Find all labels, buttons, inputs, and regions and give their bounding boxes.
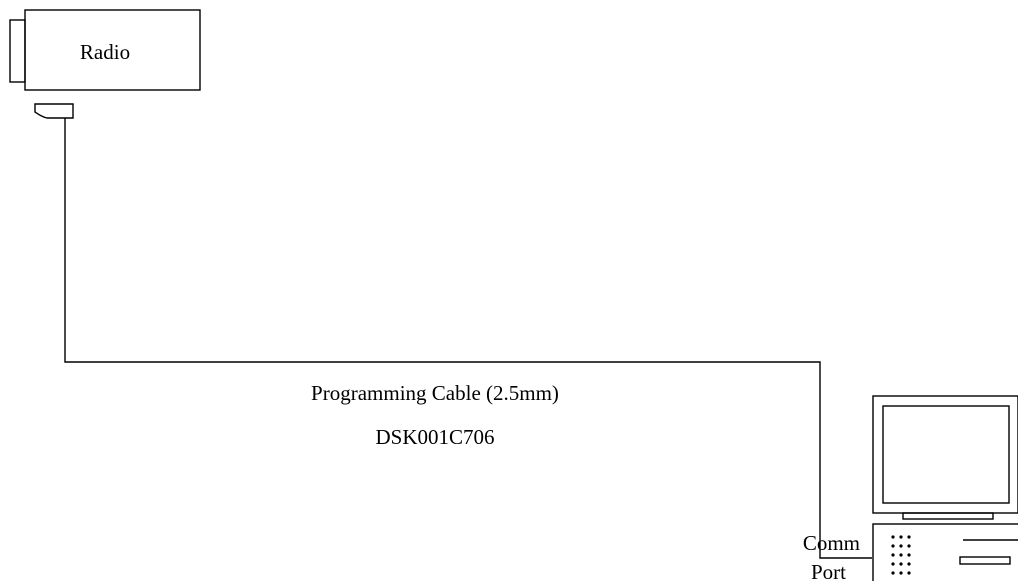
- monitor-outer: [872, 395, 1018, 514]
- cable-name-label: Programming Cable (2.5mm): [311, 381, 559, 405]
- radio-connector-icon: [34, 103, 74, 119]
- cable-part-number-label: DSK001C706: [375, 425, 495, 449]
- monitor-stand: [902, 512, 994, 520]
- comm-port-label-line1: Comm: [802, 531, 860, 555]
- base-unit-case: [872, 523, 1018, 585]
- radio-side-knob: [9, 19, 26, 83]
- comm-port-label-line2: Port: [810, 560, 846, 584]
- computer-monitor: [872, 395, 1018, 520]
- radio-label: Radio: [79, 40, 131, 64]
- radio-device: [9, 9, 201, 91]
- speaker-grille-icon: [891, 535, 911, 575]
- programming-cable-line: [64, 118, 872, 559]
- drive-slot: [959, 556, 1011, 565]
- computer-base-unit: [872, 523, 1018, 585]
- monitor-screen: [882, 405, 1010, 504]
